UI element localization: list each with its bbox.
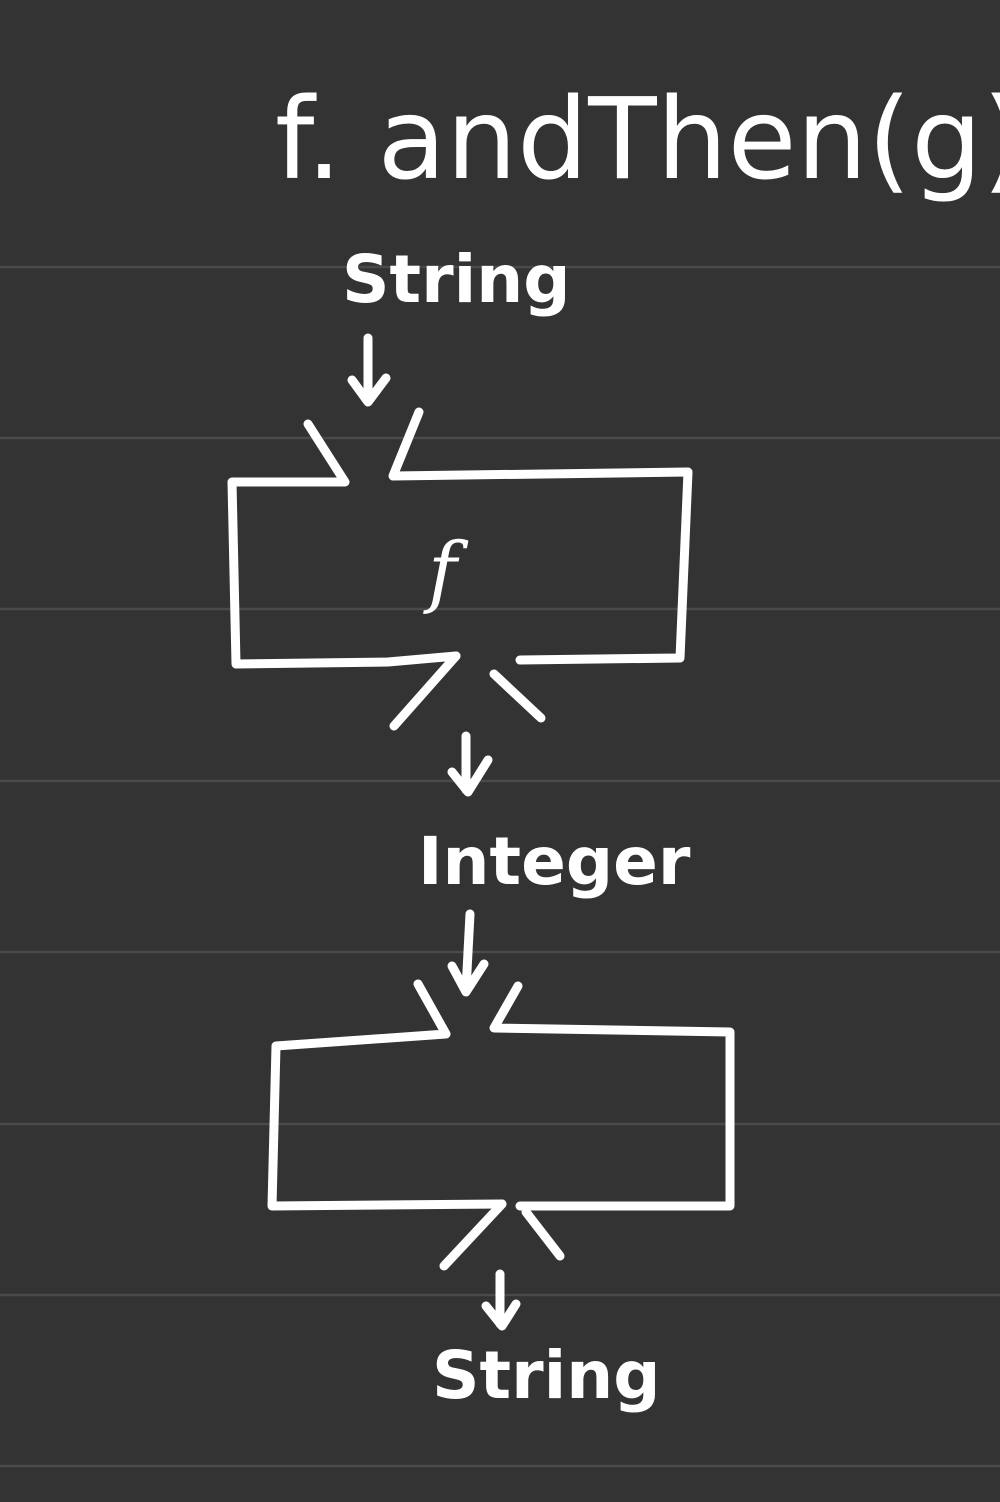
function-block-f: f	[227, 407, 693, 731]
input-type-label: String	[342, 241, 571, 318]
intermediate-to-g-arrow-icon	[447, 909, 489, 997]
function-block-f-label: f	[423, 527, 469, 617]
function-block-g-outline	[267, 979, 735, 1211]
intermediate-type-label: Integer	[418, 823, 691, 900]
page-title: f. andThen(g)	[275, 75, 1000, 205]
input-arrow-icon	[347, 333, 391, 407]
function-block-f-outline	[227, 407, 693, 669]
intermediate-arrow-icon	[447, 731, 493, 797]
function-block-f-output-funnel	[389, 651, 546, 731]
function-block-g-output-funnel	[439, 1199, 565, 1271]
ruled-lines	[0, 265, 1000, 1468]
function-block-g	[267, 979, 735, 1271]
output-type-label: String	[432, 1337, 661, 1414]
output-arrow-icon	[481, 1269, 521, 1331]
